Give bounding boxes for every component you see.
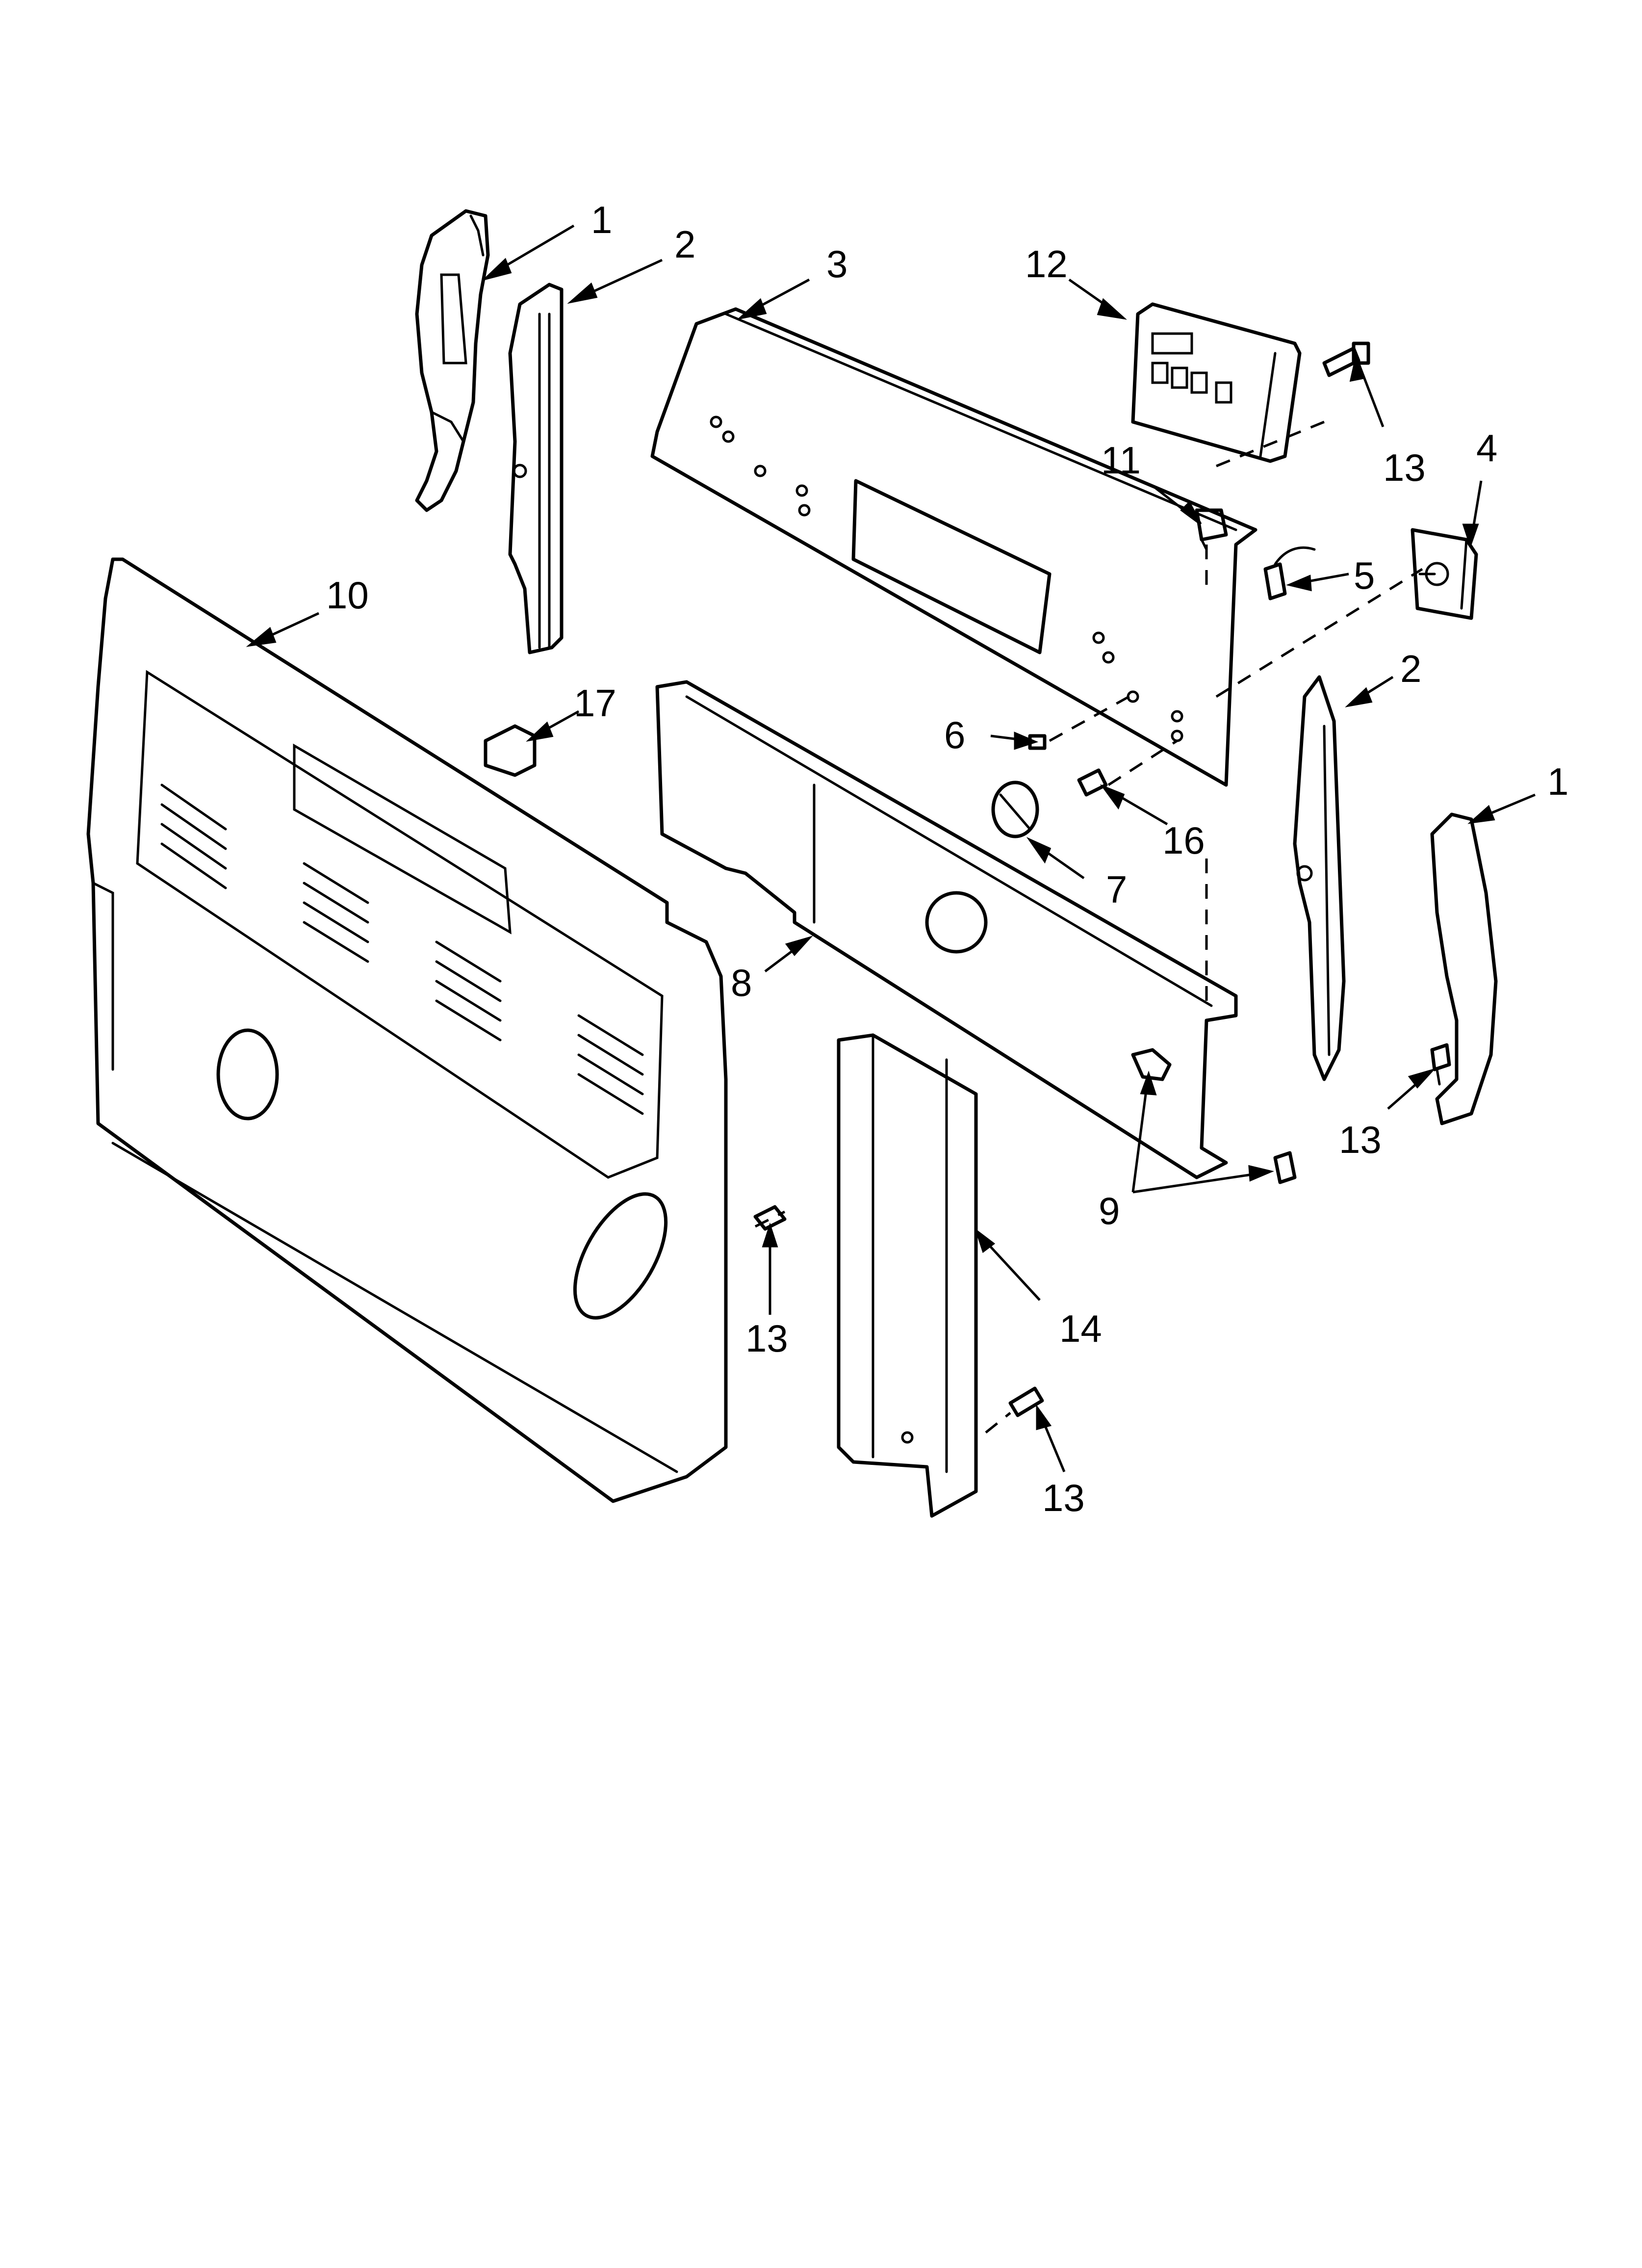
callout-5: 5 [1354, 554, 1375, 597]
callout-2-left: 2 [674, 223, 695, 266]
part-5-wire-connector [1263, 546, 1316, 600]
callout-16: 16 [1162, 819, 1205, 862]
part-9-screws [1131, 1048, 1297, 1184]
callout-leaders [246, 224, 1536, 1472]
callout-13-mid: 13 [745, 1317, 788, 1360]
part-12-control-board [1131, 302, 1302, 463]
part-14-vertical-channel [837, 1033, 978, 1518]
callout-7: 7 [1106, 868, 1127, 911]
callout-12: 12 [1025, 242, 1068, 286]
part-13-mid-screw [753, 1205, 787, 1231]
callout-8: 8 [731, 961, 752, 1004]
part-1-right-side-trim [1430, 812, 1498, 1125]
part-7-knob [991, 781, 1039, 838]
part-13-bottom-screw [1008, 1386, 1044, 1417]
part-1-left-side-trim [415, 209, 490, 512]
callout-6: 6 [944, 713, 965, 756]
callout-13-right: 13 [1339, 1118, 1382, 1161]
callout-4: 4 [1476, 426, 1497, 469]
part-10-rear-panel [86, 557, 728, 1503]
callout-11: 11 [1101, 439, 1141, 482]
callout-9: 9 [1099, 1189, 1120, 1232]
part-13-right-screw [1430, 1043, 1451, 1086]
callout-13-bottom: 13 [1042, 1476, 1085, 1519]
callout-14: 14 [1059, 1307, 1102, 1350]
part-4-thermostat [1411, 528, 1478, 620]
callout-3: 3 [826, 242, 847, 286]
part-17-clip [484, 724, 537, 777]
callout-17: 17 [574, 681, 616, 725]
callout-2-right: 2 [1400, 647, 1421, 690]
part-13-top-screw [1322, 341, 1370, 377]
callout-labels: 1 2 3 12 13 4 11 5 10 2 17 6 16 1 7 8 13… [326, 198, 1568, 1519]
callout-13-top: 13 [1383, 446, 1426, 489]
callout-1-left: 1 [591, 198, 612, 241]
callout-10: 10 [326, 574, 369, 617]
callout-1-right: 1 [1547, 760, 1568, 803]
part-2-right-side-bracket [1293, 675, 1346, 1081]
part-16-bolt [1077, 768, 1108, 797]
part-8-manifold-panel [655, 680, 1238, 1179]
part-2-left-side-bracket [508, 283, 564, 654]
assembly-dashed-lines [754, 420, 1423, 1434]
